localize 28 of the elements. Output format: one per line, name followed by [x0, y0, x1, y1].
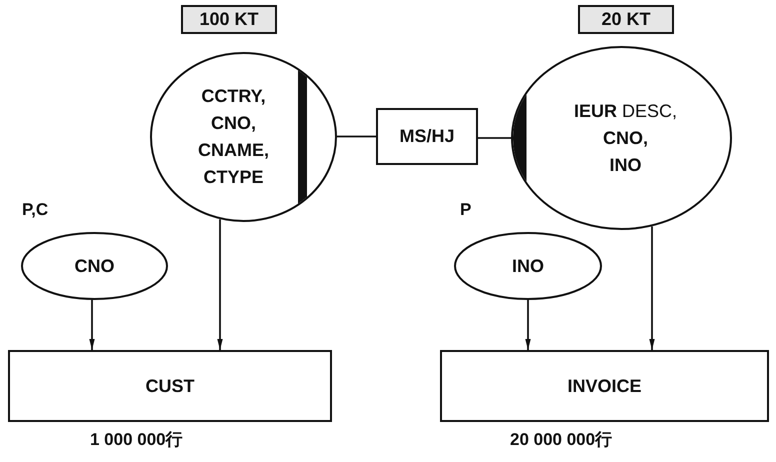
attribute-list: IEUR DESC, CNO, INO [574, 98, 678, 178]
table-box [8, 350, 332, 422]
table-name: INVOICE [567, 374, 642, 398]
index-label: CNO [74, 254, 114, 278]
connector-line [478, 137, 511, 139]
count-box [181, 5, 277, 34]
attribute-list: CCTRY, CNO, CNAME, CTYPE [198, 83, 269, 191]
index-label: INO [512, 254, 544, 278]
arrow [525, 300, 531, 350]
arrow [649, 226, 655, 350]
row-count-label: 1 000 000行 [90, 429, 183, 451]
connector-line [337, 136, 376, 138]
count-box [578, 5, 674, 34]
join-box [376, 108, 478, 165]
arrow [217, 219, 223, 350]
row-count-label: 20 000 000行 [510, 429, 612, 451]
table-name: CUST [146, 374, 194, 398]
entity-ellipse [21, 232, 168, 300]
entity-ellipse [150, 52, 337, 222]
index-type-label: P [460, 200, 472, 220]
count-label: 20 KT [601, 8, 651, 31]
arrow [89, 300, 95, 350]
entity-ellipse [511, 46, 732, 230]
index-type-label: P,C [22, 200, 48, 220]
count-label: 100 KT [199, 8, 259, 31]
table-name: MS/HJ [399, 125, 454, 148]
table-box [440, 350, 769, 422]
entity-ellipse [454, 232, 602, 300]
